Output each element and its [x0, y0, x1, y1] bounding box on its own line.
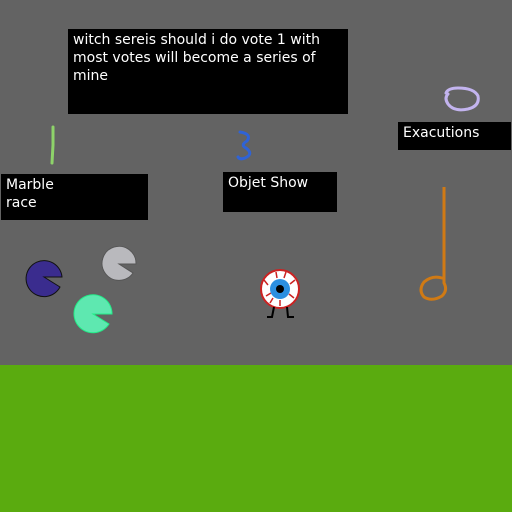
lavender-loop-icon — [444, 86, 480, 112]
mint-marble — [73, 294, 113, 334]
dark-marble — [25, 260, 63, 298]
executions-label: Exacutions — [398, 122, 511, 150]
marble-race-label: Marble race — [1, 174, 148, 220]
objet-show-label: Objet Show — [223, 172, 337, 212]
title-text-box: witch sereis should i do vote 1 with mos… — [68, 29, 348, 114]
grass-ground — [0, 365, 512, 512]
gray-marble — [101, 245, 137, 281]
eyeball-character-icon — [260, 269, 300, 318]
blue-squiggle-icon — [236, 130, 252, 161]
noose-icon — [419, 187, 448, 301]
green-scribble-icon — [50, 125, 55, 165]
